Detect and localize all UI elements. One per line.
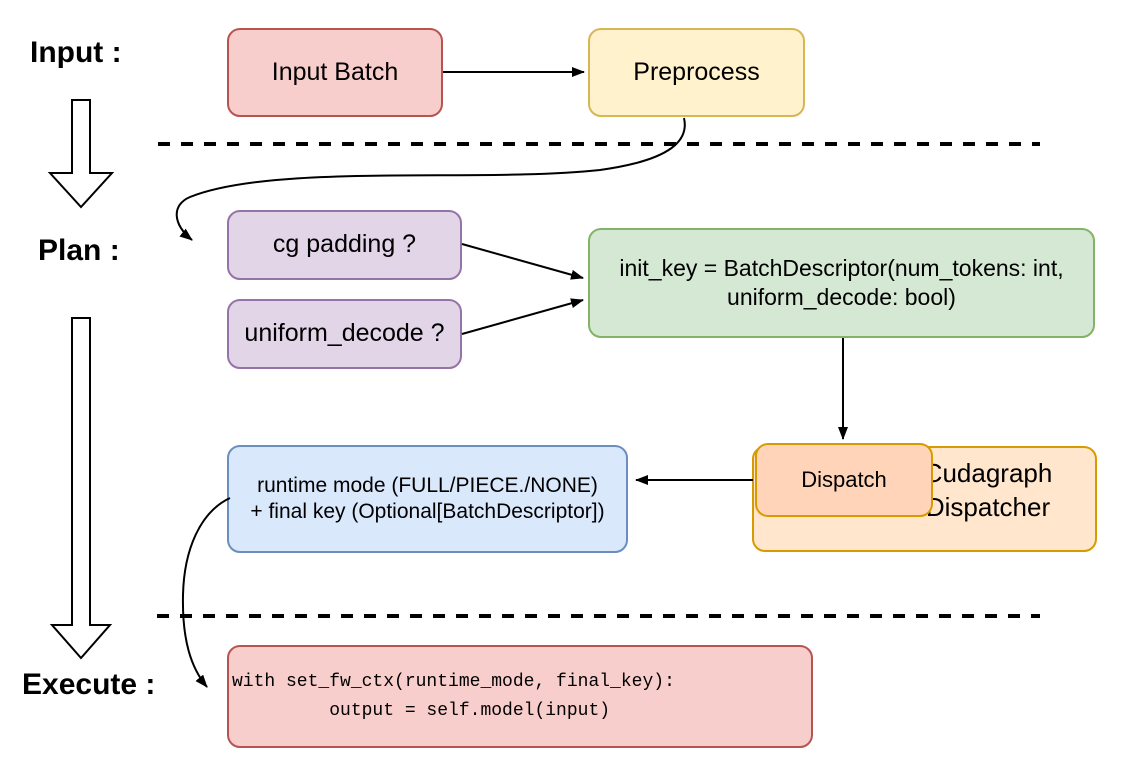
node-preprocess: Preprocess bbox=[588, 28, 805, 117]
node-cg-padding-label: cg padding ? bbox=[272, 230, 417, 259]
node-uniform-decode-label: uniform_decode ? bbox=[244, 319, 445, 348]
node-init-key: init_key = BatchDescriptor(num_tokens: i… bbox=[588, 228, 1095, 338]
node-init-key-label: init_key = BatchDescriptor(num_tokens: i… bbox=[619, 255, 1064, 310]
stage-arrow-input-to-plan-icon bbox=[47, 99, 115, 209]
connector-uniform-decode-to-init-key bbox=[461, 298, 584, 335]
stage-label-plan: Plan : bbox=[38, 234, 120, 267]
node-uniform-decode: uniform_decode ? bbox=[227, 299, 462, 369]
stage-arrow-plan-to-execute-icon bbox=[49, 317, 113, 660]
node-cg-padding: cg padding ? bbox=[227, 210, 462, 280]
node-input-batch: Input Batch bbox=[227, 28, 443, 117]
node-execute-code-text: with set_fw_ctx(runtime_mode, final_key)… bbox=[232, 671, 675, 721]
node-dispatch-label: Dispatch bbox=[801, 467, 887, 493]
connector-runtime-result-to-execute-code bbox=[181, 497, 231, 688]
node-execute-code: with set_fw_ctx(runtime_mode, final_key)… bbox=[227, 645, 813, 748]
node-cudagraph-dispatcher-label: Cudagraph Dispatcher bbox=[923, 458, 1053, 522]
connector-cg-padding-to-init-key bbox=[461, 243, 584, 280]
node-preprocess-label: Preprocess bbox=[633, 57, 760, 86]
stage-label-input: Input : bbox=[30, 36, 122, 69]
node-runtime-result: runtime mode (FULL/PIECE./NONE) + final … bbox=[227, 445, 628, 553]
node-dispatch: Dispatch bbox=[755, 443, 933, 517]
node-input-batch-label: Input Batch bbox=[271, 57, 399, 86]
stage-label-execute: Execute : bbox=[22, 668, 156, 701]
node-runtime-result-label: runtime mode (FULL/PIECE./NONE) + final … bbox=[250, 473, 605, 523]
